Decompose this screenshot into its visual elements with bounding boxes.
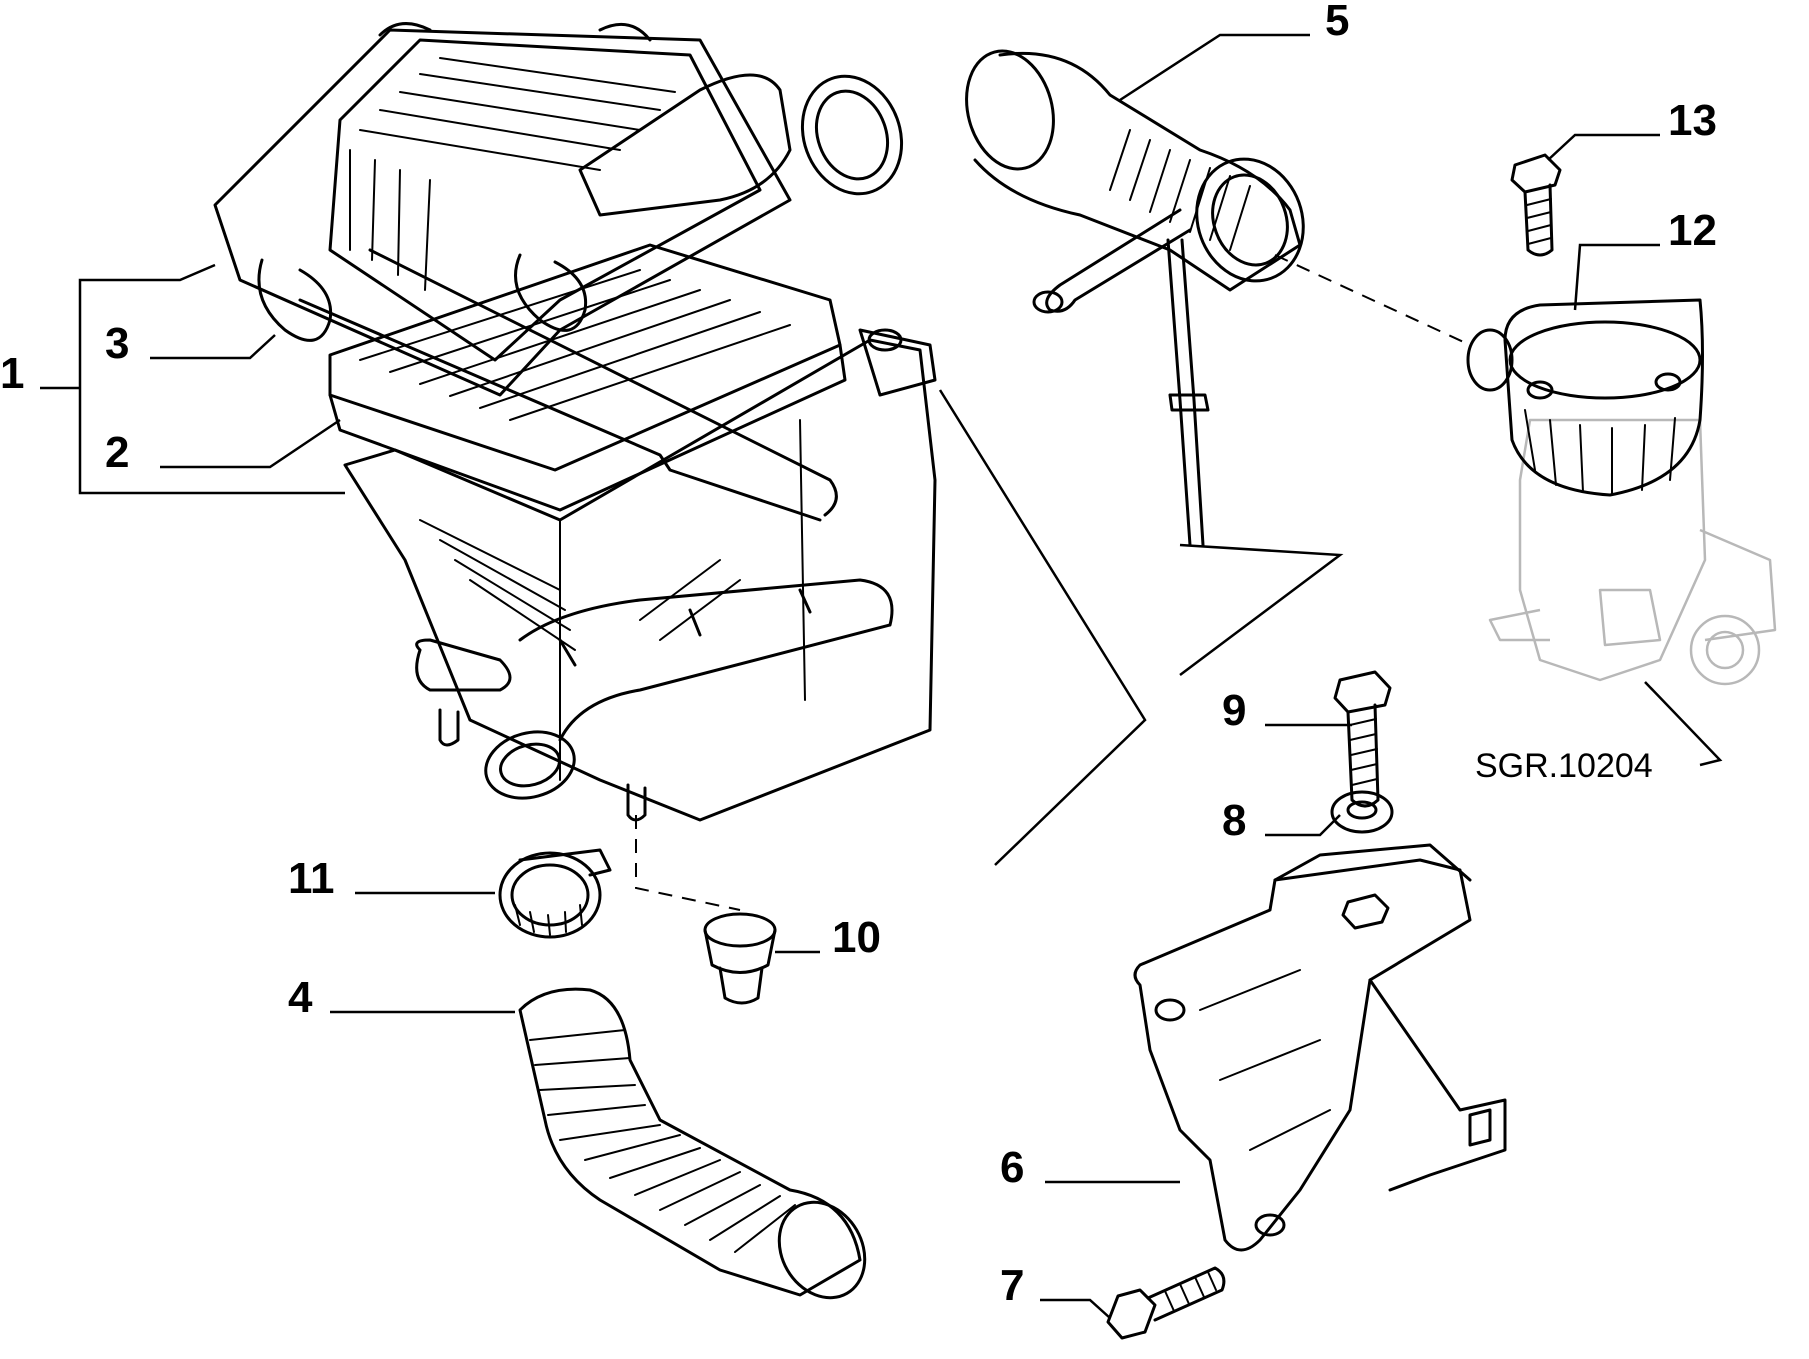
callout-12: 12 [1668, 206, 1717, 255]
air-filter-lower-housing [343, 328, 937, 822]
air-intake-resonator [1466, 298, 1704, 497]
callout-7: 7 [1000, 1261, 1024, 1310]
callout-10: 10 [832, 913, 881, 962]
callout-5: 5 [1325, 0, 1349, 45]
bolt-9 [1333, 670, 1392, 808]
callout-6: 6 [1000, 1143, 1024, 1192]
corrugated-intake-hose [518, 987, 867, 1300]
mounting-bracket [1133, 843, 1507, 1252]
callout-8: 8 [1222, 796, 1246, 845]
callout-11: 11 [288, 854, 335, 903]
washer-8 [1330, 790, 1394, 834]
callout-2: 2 [105, 428, 129, 477]
leader-lines [40, 33, 1723, 1319]
callout-1: 1 [0, 349, 24, 398]
hose-clamp-11 [498, 848, 612, 939]
air-filter-housing-assembly [213, 22, 937, 822]
bolt-7 [1106, 1266, 1226, 1340]
housing-spring-clip [257, 248, 838, 522]
screw-13 [1510, 153, 1562, 257]
callout-labels: 1 2 3 4 5 6 7 8 9 10 11 12 13 SGR.10204 [0, 0, 1717, 1310]
intake-air-hose [965, 49, 1305, 547]
reference-code: SGR.10204 [1475, 747, 1653, 785]
callout-4: 4 [288, 973, 313, 1022]
callout-9: 9 [1222, 686, 1246, 735]
drain-plug-10 [703, 912, 777, 1005]
throttle-body-outline [1488, 418, 1777, 686]
air-filter-upper-cover [213, 22, 904, 397]
assembly-dash-lines [635, 254, 1471, 911]
callout-13: 13 [1668, 96, 1717, 145]
callout-3: 3 [105, 319, 129, 368]
